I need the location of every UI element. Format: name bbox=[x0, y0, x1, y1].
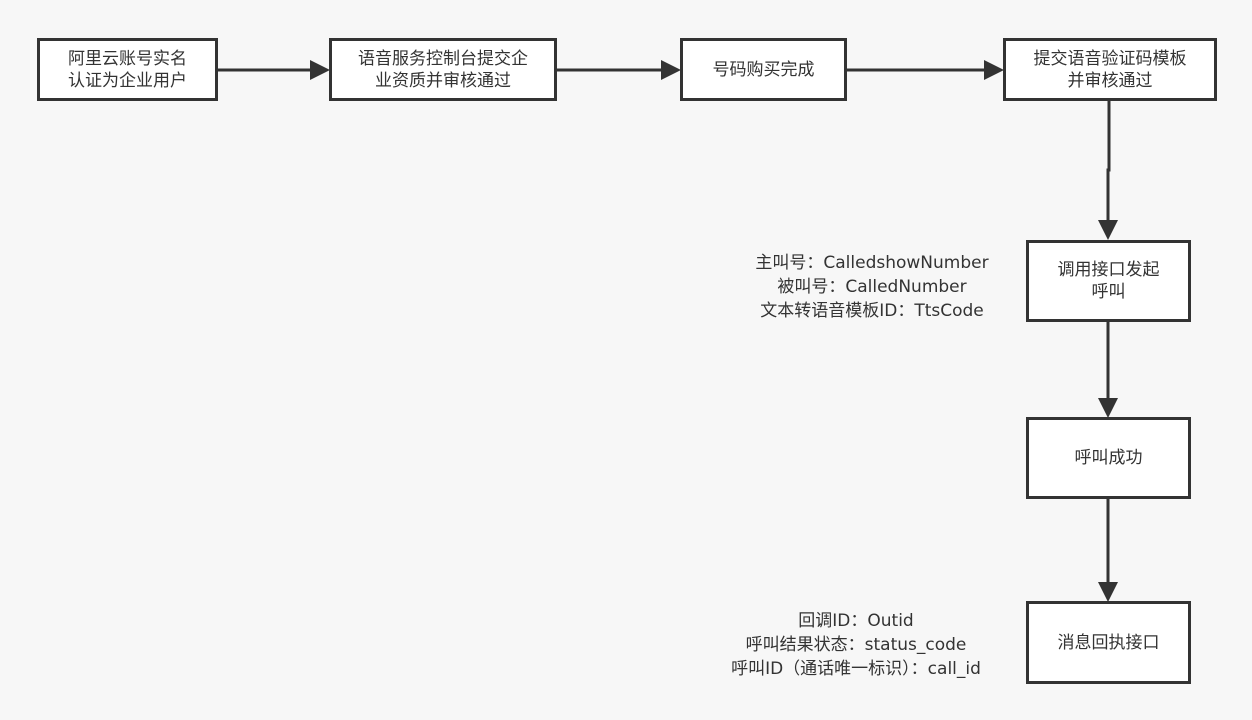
node-initiate-call: 调用接口发起 呼叫 bbox=[1026, 240, 1191, 322]
arrowhead-n4 bbox=[984, 60, 1004, 80]
node-submit-qualification: 语音服务控制台提交企 业资质并审核通过 bbox=[329, 38, 557, 101]
node-receipt-interface: 消息回执接口 bbox=[1026, 601, 1191, 684]
node-call-success: 呼叫成功 bbox=[1026, 417, 1191, 499]
arrow-n4-n5 bbox=[1106, 101, 1111, 222]
arrowhead-n2 bbox=[310, 60, 330, 80]
arrowhead-n6 bbox=[1098, 398, 1118, 418]
arrowhead-n7 bbox=[1098, 582, 1118, 602]
arrowhead-n5 bbox=[1098, 220, 1118, 240]
arrowhead-n3 bbox=[661, 60, 681, 80]
node-number-purchased: 号码购买完成 bbox=[680, 38, 847, 101]
note-receipt-fields: 回调ID：Outid 呼叫结果状态：status_code 呼叫ID（通话唯一标… bbox=[731, 611, 981, 679]
note-call-params: 主叫号：CalledshowNumber 被叫号：CalledNumber 文本… bbox=[755, 253, 989, 321]
node-realname-enterprise: 阿里云账号实名 认证为企业用户 bbox=[37, 38, 218, 101]
node-submit-template: 提交语音验证码模板 并审核通过 bbox=[1003, 38, 1217, 101]
